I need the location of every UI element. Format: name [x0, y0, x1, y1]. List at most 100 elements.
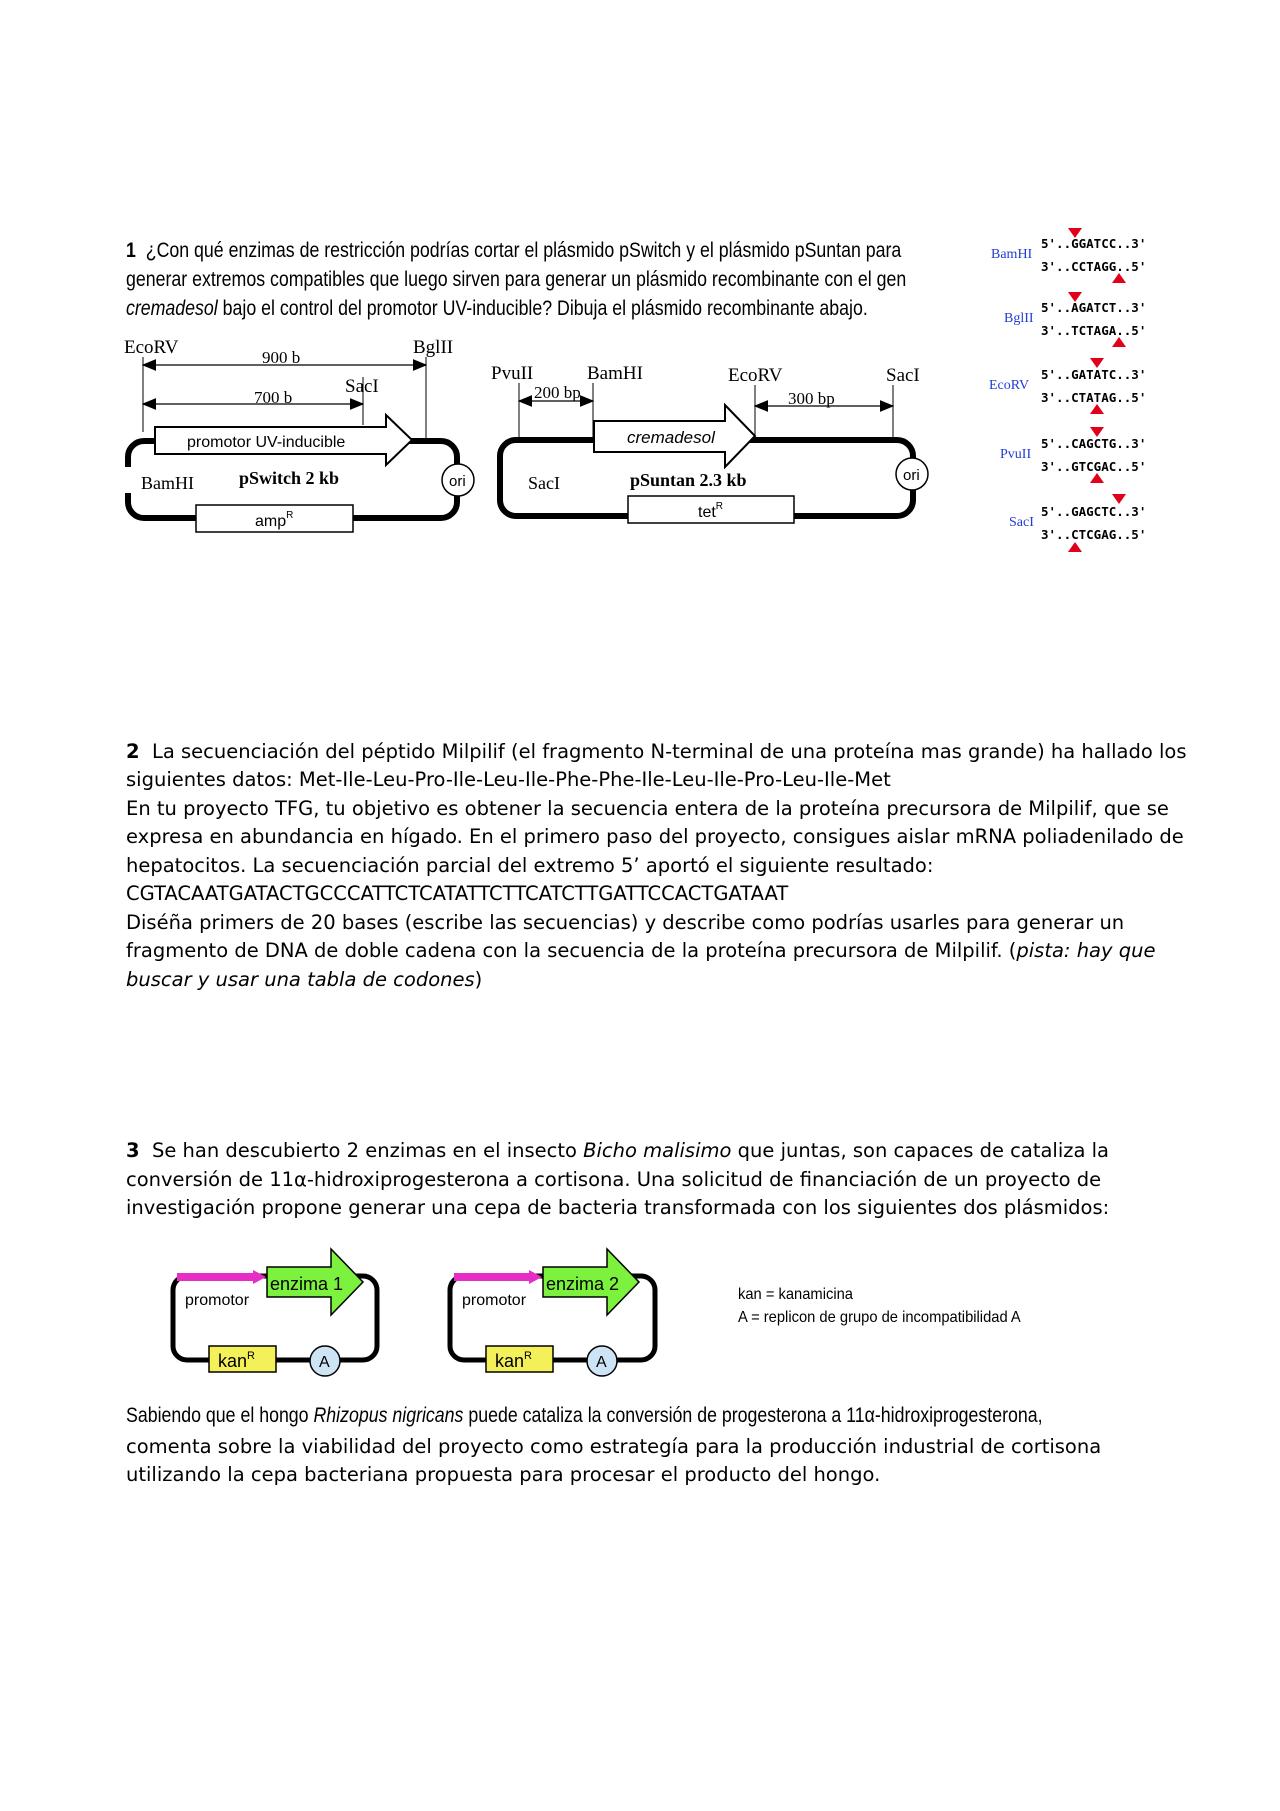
enzyme-1-label: enzima 1	[270, 1274, 343, 1294]
q2-paren: )	[474, 968, 483, 991]
pswitch-name: pSwitch 2 kb	[239, 468, 339, 488]
psuntan-name: pSuntan 2.3 kb	[630, 470, 747, 490]
enzyme-name: BglII	[1004, 311, 1034, 326]
cremadesol-label: cremadesol	[627, 428, 716, 447]
q3-after-line-1: Sabiendo que el hongo Rhizopus nigricans…	[126, 1402, 1043, 1430]
q2-line-7: Diséña primers de 20 bases (escribe las …	[126, 911, 1125, 934]
psuntan-pvuii-label: PvuII	[491, 363, 533, 384]
q2-line-3: En tu proyecto TFG, tu objetivo es obten…	[126, 797, 1169, 820]
q1-number: 1	[126, 239, 136, 262]
cut-arrow-down	[1068, 292, 1082, 302]
legend-replicon: A = replicon de grupo de incompatibilida…	[738, 1309, 1021, 1326]
q2-text-8: fragmento de DNA de doble cadena con la …	[126, 939, 1017, 962]
q3-line-2: conversión de 11α-hidroxiprogesterona a …	[126, 1168, 1102, 1191]
cut-arrow-down	[1068, 228, 1082, 238]
pswitch-ori-circle	[441, 463, 475, 497]
q2-line-8: fragmento de DNA de doble cadena con la …	[126, 937, 1155, 966]
q2-text-1: La secuenciación del péptido Milpilif (e…	[151, 740, 1187, 763]
pswitch-bglii-label: BglII	[413, 337, 453, 358]
q1-line-3: cremadesol bajo el control del promotor …	[126, 295, 868, 323]
enzyme-bglii: BglII 5'..AGATCT..3' 3'..TCTAGA..5'	[1004, 292, 1146, 347]
enzyme-bamhi: BamHI 5'..GGATCC..3' 3'..CCTAGG..5'	[991, 228, 1146, 283]
cut-arrow-up	[1090, 473, 1104, 483]
q3-after-line-2: comenta sobre la viabilidad del proyecto…	[126, 1435, 1102, 1458]
enzyme-top-strand: 5'..GGATCC..3'	[1041, 236, 1146, 251]
plasmid-1-promoter-arrowhead	[253, 1270, 266, 1284]
enzyme-pvuii: PvuII 5'..CAGCTG..3' 3'..GTCGAC..5'	[1000, 427, 1146, 483]
enzyme-name: SacI	[1009, 515, 1034, 530]
q2-line-9: buscar y usar una tabla de codones)	[126, 966, 482, 995]
q2-hint-start: pista: hay que	[1016, 939, 1156, 962]
plasmid-1-replicon-circle	[309, 1345, 341, 1377]
span-700-label: 700 b	[254, 388, 292, 407]
cut-arrow-down	[1112, 494, 1126, 504]
q2-sequence: CGTACAATGATACTGCCCATTCTCATATTCTTCATCTTGA…	[126, 882, 789, 905]
plasmid-1-kan-label: kanR	[218, 1350, 255, 1371]
q2-number: 2	[126, 740, 140, 763]
promoter-label: promotor UV-inducible	[187, 434, 345, 451]
psuntan-saci-bottom-label: SacI	[528, 473, 560, 493]
amp-resistance-box	[195, 504, 354, 533]
enzyme-bottom-strand: 3'..TCTAGA..5'	[1041, 323, 1146, 338]
q2-line-5: hepatocitos. La secuenciación parcial de…	[126, 854, 934, 877]
q2-hint-end: buscar y usar una tabla de codones	[126, 968, 475, 991]
q1-line-1: 1 ¿Con qué enzimas de restricción podría…	[126, 237, 901, 265]
enzyme-1-gene-arrow	[266, 1247, 365, 1317]
psuntan-ori-circle	[895, 457, 929, 491]
cut-arrow-up	[1112, 337, 1126, 347]
legend-kan: kan = kanamicina	[738, 1286, 853, 1303]
enzyme-ecorv: EcoRV 5'..GATATC..3' 3'..CTATAG..5'	[989, 358, 1146, 414]
tet-label: tetR	[698, 501, 723, 521]
q3-after-text-b: puede cataliza la conversión de progeste…	[463, 1404, 1043, 1427]
enzyme-name: EcoRV	[989, 378, 1029, 393]
q2-line-2: siguientes datos: Met-Ile-Leu-Pro-Ile-Le…	[126, 768, 891, 791]
enzyme-bottom-strand: 3'..CTATAG..5'	[1041, 390, 1146, 405]
pswitch-plasmid: EcoRV BglII 900 b SacI 700 b promotor UV…	[122, 337, 475, 533]
q3-text-1b: que juntas, son capaces de cataliza la	[731, 1139, 1110, 1162]
cut-arrow-up	[1068, 542, 1082, 552]
q1-line-2: generar extremos compatibles que luego s…	[126, 268, 907, 291]
cut-arrow-down	[1090, 427, 1104, 437]
psuntan-bamhi-label: BamHI	[587, 363, 643, 384]
enzyme-top-strand: 5'..GAGCTC..3'	[1041, 504, 1146, 519]
q3-line-1: 3 Se han descubierto 2 enzimas en el ins…	[126, 1137, 1109, 1166]
enzyme-top-strand: 5'..CAGCTG..3'	[1041, 436, 1146, 451]
enzyme-2-label: enzima 2	[546, 1274, 619, 1294]
plasmid-1-replicon-label: A	[319, 1354, 330, 1371]
enzyme-table: BamHI 5'..GGATCC..3' 3'..CCTAGG..5' BglI…	[989, 228, 1146, 552]
plasmid-2-kan-box	[485, 1345, 554, 1373]
cut-arrow-down	[1090, 358, 1104, 368]
plasmid-2-kan-label: kanR	[495, 1350, 532, 1371]
plasmid-2-replicon-label: A	[596, 1354, 607, 1371]
enzyme-bottom-strand: 3'..CCTAGG..5'	[1041, 259, 1146, 274]
cut-arrow-up	[1112, 273, 1126, 283]
q3-after-line-3: utilizando la cepa bacteriana propuesta …	[126, 1463, 881, 1486]
span-200-label: 200 bp	[534, 383, 581, 402]
q3-plasmid-2: promotor enzima 2 kanR A	[447, 1247, 658, 1377]
enzyme-bottom-strand: 3'..CTCGAG..5'	[1041, 527, 1146, 542]
enzyme-2-gene-arrow	[542, 1247, 641, 1317]
gene-name-italic: cremadesol	[126, 297, 218, 320]
q3-number: 3	[126, 1139, 140, 1162]
tet-resistance-box	[627, 495, 795, 524]
pswitch-saci-label: SacI	[345, 376, 379, 397]
enzyme-name: PvuII	[1000, 447, 1031, 462]
pswitch-ecorv-label: EcoRV	[124, 337, 179, 358]
promoter-arrow	[154, 412, 414, 468]
span-300-label: 300 bp	[788, 389, 835, 408]
psuntan-plasmid: PvuII BamHI EcoRV SacI 200 bp 300 bp cre…	[491, 363, 929, 524]
psuntan-saci-label: SacI	[886, 365, 920, 386]
q1-text-3: bajo el control del promotor UV-inducibl…	[217, 297, 868, 320]
q3-after-text-a: Sabiendo que el hongo	[126, 1404, 314, 1427]
amp-label: ampR	[255, 510, 293, 530]
q2-line-4: expresa en abundancia en hígado. En el p…	[126, 825, 1184, 848]
q1-text-1: ¿Con qué enzimas de restricción podrías …	[145, 239, 902, 262]
q3-line-3: investigación propone generar una cepa d…	[126, 1196, 1110, 1219]
plasmid-1-promoter-label: promotor	[185, 1292, 250, 1309]
span-900-label: 900 b	[262, 348, 300, 367]
q3-text-1a: Se han descubierto 2 enzimas en el insec…	[151, 1139, 584, 1162]
plasmid-1-kan-box	[208, 1345, 277, 1373]
q3-plasmid-1: promotor enzima 1 kanR A	[170, 1247, 380, 1377]
enzyme-name: BamHI	[991, 247, 1033, 262]
